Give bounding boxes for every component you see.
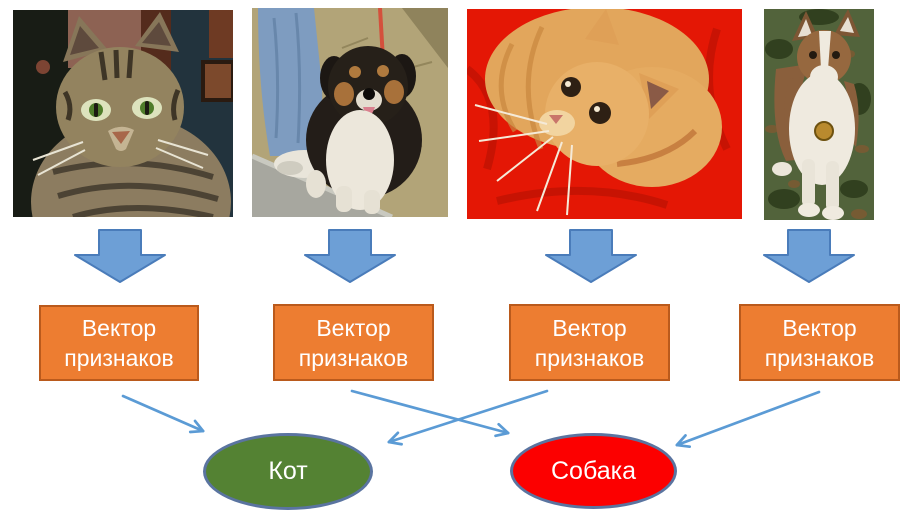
feature-box-4-line2: признаков: [764, 344, 875, 371]
feature-box-4-line1: Вектор: [782, 314, 857, 341]
cat-head: [474, 9, 679, 216]
feature-box-3-line1: Вектор: [552, 314, 627, 341]
tabby-cat-illustration: [13, 10, 233, 217]
class-label-dog: Собака: [551, 456, 636, 485]
photo-sheltie-puppy: [764, 9, 874, 220]
person-legs: [258, 8, 334, 178]
feature-box-4: Вектор признаков: [739, 304, 900, 381]
ginger-cat-illustration: [467, 9, 742, 219]
class-node-cat: Кот: [203, 433, 373, 510]
feature-box-1-line2: признаков: [64, 345, 174, 371]
down-arrow-icon-4: [763, 229, 855, 283]
feature-box-3-line2: признаков: [534, 344, 645, 371]
connector-box1-to-cat: [121, 394, 205, 434]
photo-tricolor-dog: [252, 8, 448, 217]
down-arrow-icon-2: [304, 229, 396, 283]
feature-box-1: Вектор признаков: [39, 305, 199, 381]
down-arrow-icon-1: [74, 229, 166, 283]
sheltie-puppy-illustration: [764, 9, 874, 220]
photo-ginger-cat: [467, 9, 742, 219]
connector-box3-to-cat: [387, 389, 549, 446]
connector-box2-to-dog: [350, 389, 510, 438]
photo-tabby-cat: [13, 10, 233, 217]
feature-box-3: Вектор признаков: [509, 304, 670, 381]
cat-head: [32, 12, 209, 176]
connector-box4-to-dog: [675, 390, 821, 449]
feature-box-1-line1: Вектор: [81, 315, 157, 341]
class-node-dog: Собака: [510, 433, 677, 509]
dog-body: [306, 46, 422, 214]
feature-box-2-line1: Вектор: [316, 314, 391, 341]
down-arrow-icon-3: [545, 229, 637, 283]
feature-box-2-line2: признаков: [298, 344, 409, 371]
feature-box-2: Вектор признаков: [273, 304, 434, 381]
tricolor-dog-illustration: [252, 8, 448, 217]
class-label-cat: Кот: [268, 457, 308, 485]
dog-body: [772, 9, 860, 220]
